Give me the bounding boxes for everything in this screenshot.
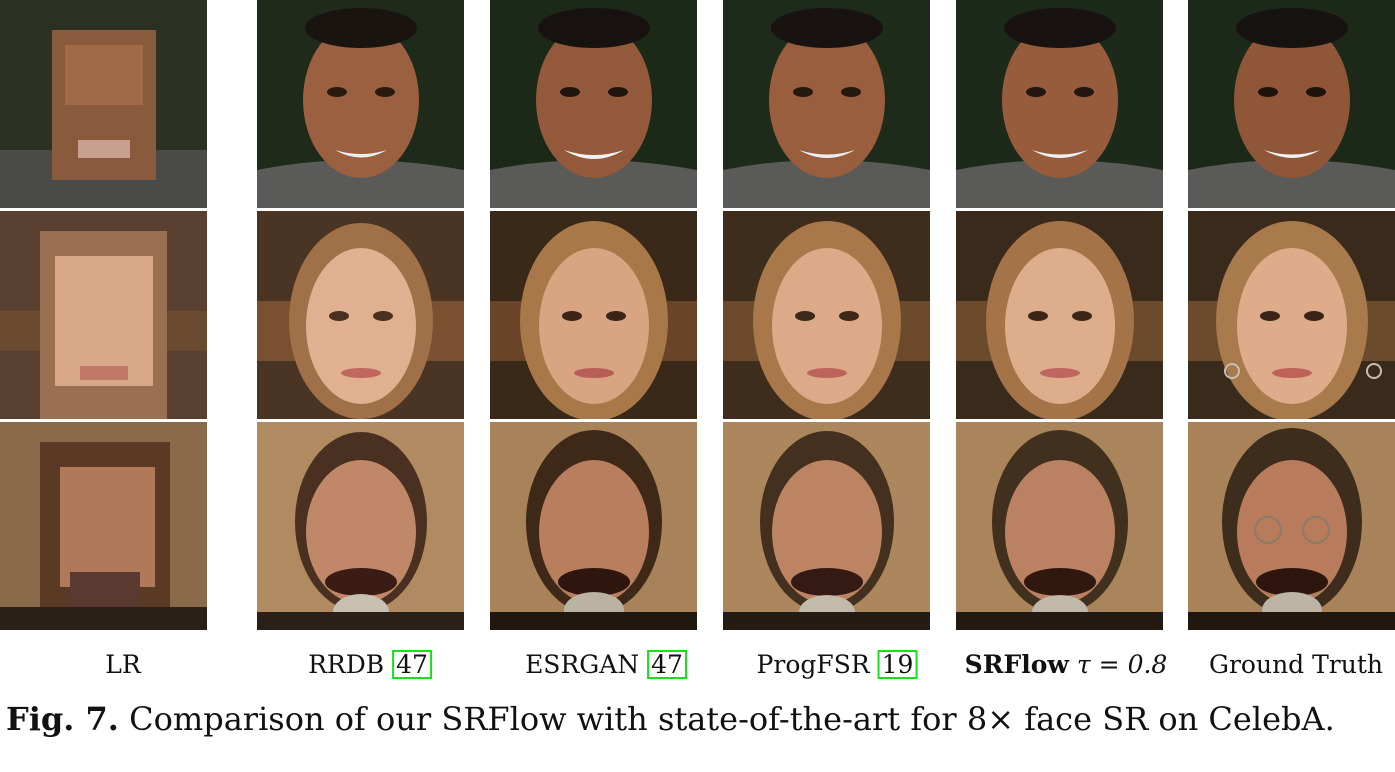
face-srflow-row1 <box>956 0 1163 208</box>
face-gt-row1 <box>1188 0 1395 208</box>
face-image <box>257 0 464 208</box>
label-text: SRFlow <box>964 650 1069 679</box>
citation-link[interactable]: 19 <box>877 650 918 679</box>
label-ground-truth: Ground Truth <box>1209 650 1383 679</box>
face-image <box>956 422 1163 630</box>
label-srflow: SRFlow τ = 0.8 <box>965 650 1168 679</box>
face-image <box>490 422 697 630</box>
label-text: ESRGAN <box>525 650 640 679</box>
label-text: LR <box>105 650 141 679</box>
image-grid <box>0 0 1395 630</box>
face-image <box>956 211 1163 419</box>
face-image <box>1188 0 1395 208</box>
label-text: RRDB <box>308 650 385 679</box>
face-rrdb-row2 <box>257 211 464 419</box>
citation-link[interactable]: 47 <box>392 650 432 679</box>
label-lr: LR <box>105 650 140 679</box>
label-esrgan: ESRGAN 47 <box>525 650 687 679</box>
face-progfsr-row2 <box>723 211 930 419</box>
face-lr-row1 <box>0 0 207 208</box>
face-rrdb-row1 <box>257 0 464 208</box>
label-rrdb: RRDB 47 <box>308 650 432 679</box>
face-srflow-row3 <box>956 422 1163 630</box>
label-progfsr: ProgFSR 19 <box>757 650 918 679</box>
face-progfsr-row1 <box>723 0 930 208</box>
face-image <box>490 0 697 208</box>
face-gt-row3 <box>1188 422 1395 630</box>
face-lr-row2 <box>0 211 207 419</box>
face-image <box>490 211 697 419</box>
face-rrdb-row3 <box>257 422 464 630</box>
face-image <box>723 211 930 419</box>
column-labels: LR RRDB 47 ESRGAN 47 ProgFSR 19 SRFlow τ… <box>0 640 1395 700</box>
face-image <box>257 211 464 419</box>
citation-link[interactable]: 47 <box>647 650 687 679</box>
face-image <box>257 422 464 630</box>
figure-caption-text: Comparison of our SRFlow with state-of-t… <box>129 700 1335 738</box>
face-image <box>956 0 1163 208</box>
face-gt-row2 <box>1188 211 1395 419</box>
face-esrgan-row3 <box>490 422 697 630</box>
face-image <box>1188 422 1395 630</box>
face-image <box>0 0 207 208</box>
face-srflow-row2 <box>956 211 1163 419</box>
figure-label: Fig. 7. <box>6 700 119 738</box>
label-text: ProgFSR <box>756 650 870 679</box>
face-esrgan-row1 <box>490 0 697 208</box>
label-tau: τ = 0.8 <box>1076 650 1168 679</box>
face-image <box>0 211 207 419</box>
face-progfsr-row3 <box>723 422 930 630</box>
face-image <box>723 0 930 208</box>
face-image <box>0 422 207 630</box>
face-lr-row3 <box>0 422 207 630</box>
face-esrgan-row2 <box>490 211 697 419</box>
face-image <box>1188 211 1395 419</box>
label-text: Ground Truth <box>1209 650 1383 679</box>
figure-caption: Fig. 7. Comparison of our SRFlow with st… <box>6 700 1335 738</box>
face-image <box>723 422 930 630</box>
